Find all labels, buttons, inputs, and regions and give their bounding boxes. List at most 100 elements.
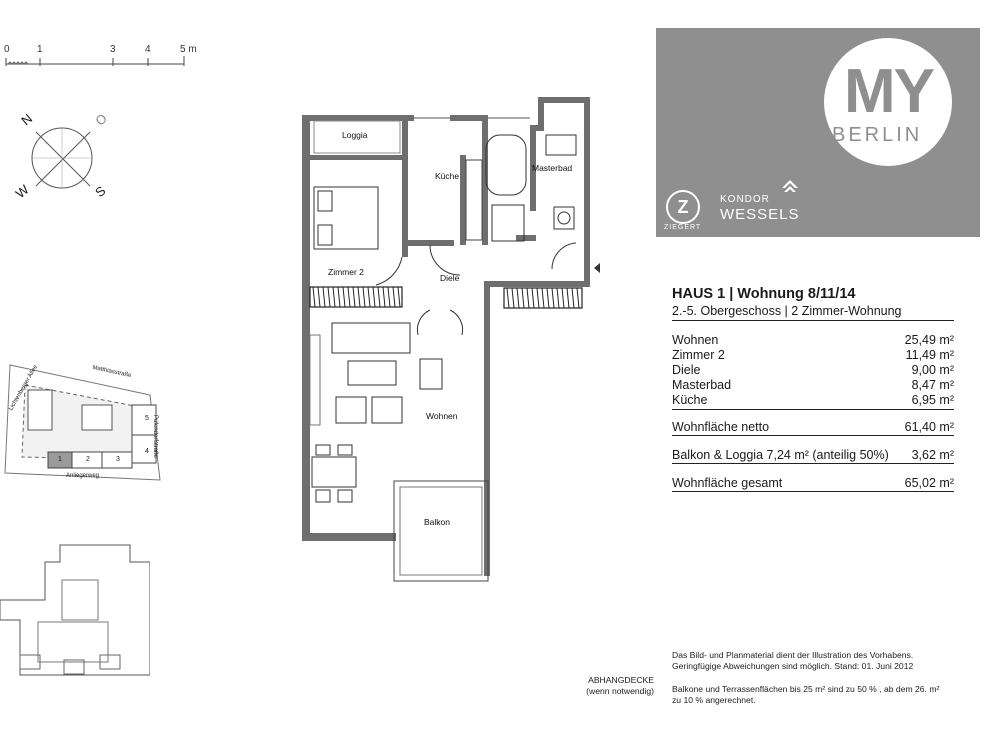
room-label-kueche: Küche [435,171,460,181]
legend-line: ABHANGDECKE [588,675,654,685]
total-area-label: Wohnfläche gesamt [672,476,783,490]
room-area: 11,49 m² [905,348,954,362]
wardrobe-hatch [571,287,575,309]
building-number: 5 [145,415,149,422]
room-area: 25,49 m² [904,333,954,347]
terrace-note: Balkone und Terrassenflächen bis 25 m² s… [672,684,962,706]
illustration-note: Das Bild- und Planmaterial dient der Ill… [672,650,962,672]
wardrobe-hatch [362,286,366,308]
site-plan: Matthiasstraße Anliegerweg Pufendorfstra… [0,355,170,495]
wardrobe-hatch [337,286,341,308]
wardrobe-hatch [531,287,535,309]
total-area-row: Wohnfläche gesamt 65,02 m² [672,476,954,492]
brand-logo-panel: MY BERLIN Z ZIEGERT KONDOR WESSELS [656,28,980,237]
room-area-row: Wohnen 25,49 m² [672,333,954,348]
wardrobe-hatch [551,287,555,309]
room-label-zimmer2: Zimmer 2 [328,267,364,277]
room-area: 9,00 m² [911,363,954,377]
note-line: Das Bild- und Planmaterial dient der Ill… [672,650,914,660]
wardrobe-hatch [576,287,580,309]
wardrobe-hatch [536,287,540,309]
room-area-list: Wohnen 25,49 m² Zimmer 2 11,49 m² Diele 9,0… [672,333,954,410]
wardrobe-hatch [561,287,565,309]
wardrobe-hatch [322,286,326,308]
abhangdecke-legend: ABHANGDECKE (wenn notwendig) [578,675,654,697]
net-area-row: Wohnfläche netto 61,40 m² [672,420,954,436]
room-name: Wohnen [672,333,719,347]
balcony-area-value: 3,62 m² [911,448,954,462]
scale-tick-label: 4 [145,44,151,55]
scale-tick-label: 3 [110,44,116,55]
room-area: 8,47 m² [911,378,954,392]
wardrobe-hatch [367,286,371,308]
floor-plan: Loggia Küche Masterbad Zimmer 2 Diele Wo… [290,95,610,595]
wardrobe-hatch [352,286,356,308]
room-name: Zimmer 2 [672,348,725,362]
room-name: Diele [672,363,701,377]
wardrobe-hatch [526,287,530,309]
legend-line: (wenn notwendig) [586,686,654,696]
note-line: Balkone und Terrassenflächen bis 25 m² s… [672,684,940,694]
total-area-value: 65,02 m² [904,476,954,490]
wardrobe-hatch [317,286,321,308]
room-label-loggia: Loggia [342,130,368,140]
building-number: 1 [58,456,62,463]
wardrobe-hatch [347,286,351,308]
room-name: Masterbad [672,378,732,392]
ziegert-logo-label: ZIEGERT [664,224,702,231]
scale-tick-label: 1 [37,44,43,55]
wardrobe-hatch [342,286,346,308]
building-number: 4 [145,448,149,455]
note-line: zu 10 % angerechnet. [672,695,756,705]
building-footprint [0,540,151,680]
house-icon [782,180,798,192]
wardrobe-hatch [382,286,386,308]
scale-bar: 0 1 3 4 5 m [4,44,204,74]
ziegert-logo-icon: Z [666,190,700,224]
wardrobe-hatch [556,287,560,309]
room-area-row: Diele 9,00 m² [672,363,954,378]
room-area-row: Küche 6,95 m² [672,393,954,408]
net-area-label: Wohnfläche netto [672,420,770,434]
room-label-wohnen: Wohnen [426,411,458,421]
net-area-value: 61,40 m² [904,420,954,434]
room-label-balkon: Balkon [424,517,450,527]
wardrobe-hatch [521,287,525,309]
wardrobe-hatch [377,286,381,308]
brand-circle [824,38,952,166]
scale-line [5,56,185,66]
wardrobe-hatch [357,286,361,308]
unit-subtitle: 2.-5. Obergeschoss | 2 Zimmer-Wohnung [672,304,954,321]
wardrobe-hatch [327,286,331,308]
brand-my-text: MY [844,57,935,126]
wardrobe-hatch [332,286,336,308]
wardrobe-hatch [392,286,396,308]
wardrobe-hatch [546,287,550,309]
wardrobe-hatch [566,287,570,309]
wardrobe-hatch [387,286,391,308]
building-number: 3 [116,456,120,463]
brand-berlin-text: BERLIN [832,124,923,146]
street-label: Pufendorfstraße [152,415,158,459]
wardrobe-hatch [516,287,520,309]
wardrobe-hatch [397,286,401,308]
unit-info: HAUS 1 | Wohnung 8/11/14 2.-5. Obergesch… [672,286,954,492]
balcony-area-label: Balkon & Loggia 7,24 m² (anteilig 50%) [672,448,889,462]
room-label-diele: Diele [440,273,460,283]
compass-icon: N O W S [13,110,114,210]
room-area-row: Masterbad 8,47 m² [672,378,954,393]
room-area: 6,95 m² [911,393,954,407]
scale-tick-label: 0 [4,44,10,55]
building-number: 2 [86,456,90,463]
scale-tick-label: 5 m [180,44,197,55]
room-name: Küche [672,393,708,407]
unit-title: HAUS 1 | Wohnung 8/11/14 [672,286,856,302]
wardrobe-hatch [372,286,376,308]
wardrobe-hatch [312,286,316,308]
street-label: Anliegerweg [66,473,100,479]
wardrobe-hatch [541,287,545,309]
wardrobe-hatch [511,287,515,309]
balcony-area-row: Balkon & Loggia 7,24 m² (anteilig 50%) 3,… [672,448,954,464]
note-line: Geringfügige Abweichungen sind möglich. … [672,661,914,671]
wessels-label: WESSELS [720,206,800,223]
